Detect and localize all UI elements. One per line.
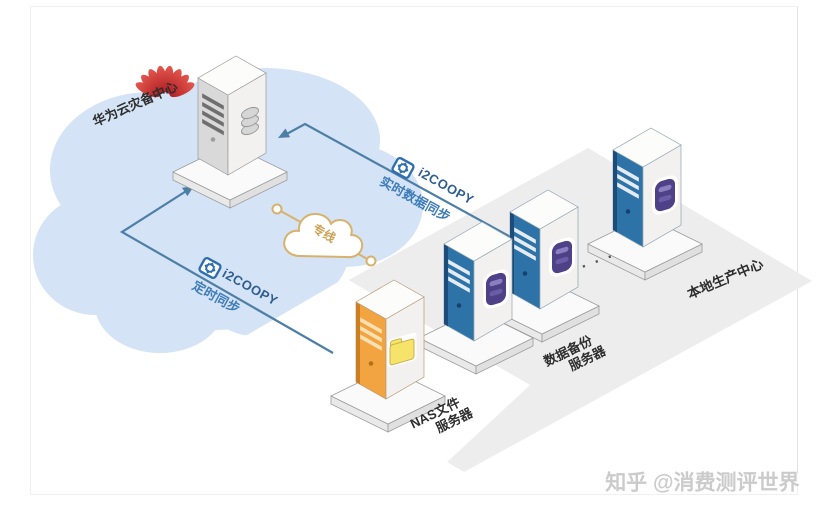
- scheduled-sync-line: [119, 187, 334, 354]
- vent-slot: [514, 227, 536, 244]
- i2coopy-logo-realtime: [391, 156, 415, 180]
- i2coopy-logo-scheduled: [198, 256, 222, 280]
- dedicated-line-group: 专线: [271, 203, 377, 267]
- cloud-dr-server: [172, 55, 288, 209]
- power-button: [368, 361, 374, 366]
- tower-edge: [613, 150, 617, 233]
- vent-slot: [514, 235, 536, 253]
- power-button: [625, 209, 631, 214]
- tower-edge: [356, 302, 360, 385]
- production-server: [587, 127, 703, 281]
- disk-icon: [652, 175, 678, 215]
- vent-slot: [360, 325, 382, 343]
- tower-top-face: [443, 221, 513, 262]
- tower-top-face: [355, 279, 425, 320]
- tower-top-face: [612, 127, 682, 168]
- vent-slot: [202, 101, 224, 119]
- tower-top-face: [197, 55, 267, 96]
- database-icon: [241, 106, 259, 136]
- tower-top-face: [509, 189, 579, 230]
- vent-slot: [448, 267, 470, 285]
- power-button: [522, 271, 528, 276]
- svg-text:知乎 @消费测评世界: 知乎 @消费测评世界: [605, 471, 799, 495]
- line-endpoint-icon: [365, 255, 377, 267]
- vent-slot: [448, 259, 470, 276]
- vent-slot: [617, 165, 639, 182]
- power-button: [210, 137, 216, 142]
- network-cloud-icon: [283, 213, 364, 259]
- watermark: 知乎 @消费测评世界 知乎 @消费测评世界: [605, 471, 801, 497]
- nas-server: [330, 279, 446, 433]
- vent-slot: [360, 334, 382, 351]
- disk-icon: [483, 269, 509, 309]
- vent-slot: [360, 317, 382, 334]
- vent-slot: [202, 93, 224, 110]
- tower-edge: [444, 244, 448, 327]
- vent-slot: [448, 276, 470, 293]
- arrowhead-to-cloud-realtime: [278, 128, 291, 138]
- vent-slot: [202, 110, 224, 127]
- power-button: [456, 303, 462, 308]
- huawei-logo: [135, 65, 195, 98]
- vent-slot: [617, 173, 639, 191]
- backup-server-1: [418, 221, 534, 375]
- realtime-sync-line: [282, 122, 517, 241]
- folder-icon: [387, 332, 417, 368]
- disk-icon: [549, 237, 575, 277]
- vent-slot: [202, 118, 224, 136]
- svg-text:知乎 @消费测评世界: 知乎 @消费测评世界: [607, 472, 801, 496]
- vent-slot: [617, 182, 639, 199]
- line-endpoint-icon: [271, 203, 283, 215]
- sync-lines: [119, 122, 517, 354]
- vent-slot: [514, 244, 536, 261]
